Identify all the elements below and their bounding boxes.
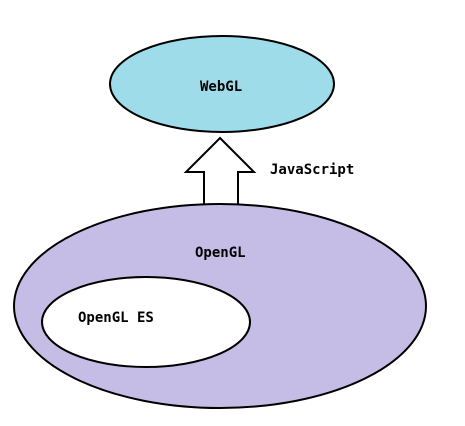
webgl-label: WebGL (200, 79, 242, 95)
javascript-arrow: JavaScript (183, 136, 354, 206)
webgl-node: WebGL (109, 35, 335, 133)
opengl-es-node: OpenGL ES (41, 276, 251, 368)
opengl-es-ellipse (41, 276, 251, 368)
webgl-ellipse (109, 35, 335, 133)
opengl-es-label: OpenGL ES (78, 310, 154, 326)
up-arrow-icon (183, 136, 257, 206)
javascript-label: JavaScript (270, 162, 354, 178)
opengl-label: OpenGL (195, 245, 246, 261)
